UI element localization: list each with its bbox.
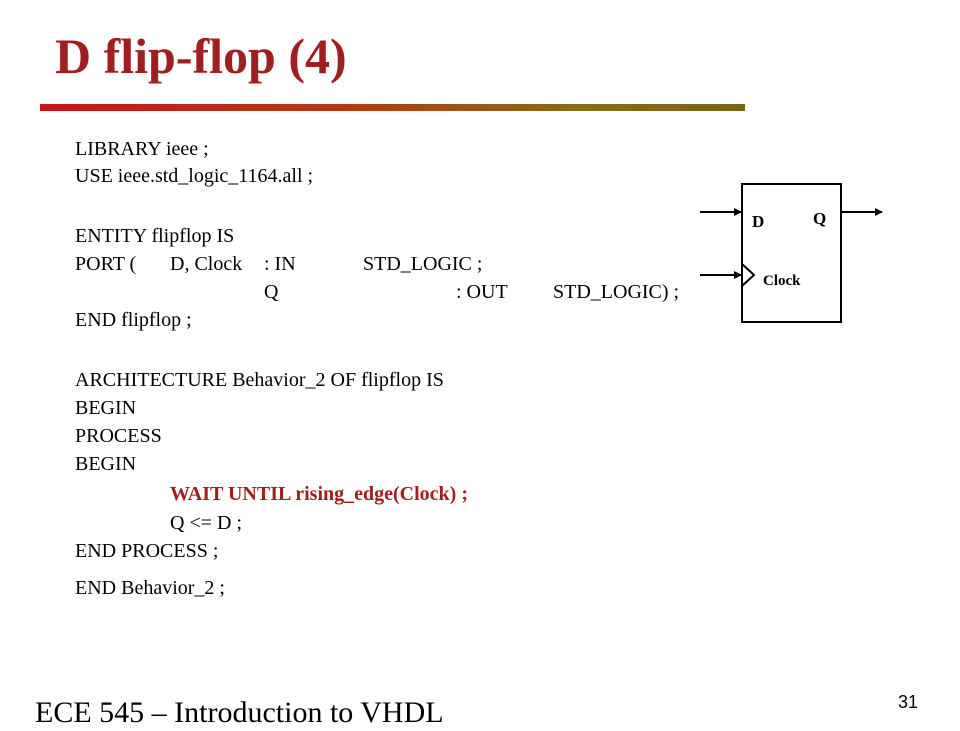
code-line-entity: ENTITY flipflop IS	[75, 225, 235, 247]
code-line-end-entity: END flipflop ;	[75, 309, 192, 331]
clock-edge-triangle	[741, 263, 756, 287]
code-line-port-type-2: STD_LOGIC) ;	[553, 281, 680, 303]
code-line-port-mode-1: : IN	[264, 253, 296, 275]
code-line-port-names-2: Q	[264, 281, 279, 303]
flip-flop-diagram: D Q Clock	[680, 170, 900, 340]
code-line-port-mode-2: : OUT	[456, 281, 508, 303]
d-label: D	[752, 212, 764, 231]
code-line-begin-arch: BEGIN	[75, 397, 137, 419]
code-line-architecture: ARCHITECTURE Behavior_2 OF flipflop IS	[75, 369, 444, 391]
code-line-end-arch: END Behavior_2 ;	[75, 577, 225, 599]
code-line-port-type-1: STD_LOGIC ;	[363, 253, 483, 275]
clock-label: Clock	[763, 273, 801, 289]
code-line-port-keyword: PORT (	[75, 253, 137, 275]
slide-title: D flip-flop (4)	[55, 28, 347, 84]
page-number: 31	[898, 692, 919, 712]
flip-flop-symbol: D Q Clock	[700, 183, 883, 323]
flip-flop-box	[741, 183, 842, 323]
code-line-wait-until: WAIT UNTIL rising_edge(Clock) ;	[170, 483, 468, 505]
code-line-use: USE ieee.std_logic_1164.all ;	[75, 165, 314, 187]
code-line-library: LIBRARY ieee ;	[75, 138, 209, 160]
code-line-begin-process: BEGIN	[75, 453, 137, 475]
code-line-assign: Q <= D ;	[170, 512, 243, 534]
code-line-end-process: END PROCESS ;	[75, 540, 219, 562]
q-label: Q	[813, 209, 826, 228]
title-divider	[40, 104, 745, 111]
footer-course-title: ECE 545 – Introduction to VHDL	[35, 696, 444, 729]
code-line-process: PROCESS	[75, 425, 162, 447]
code-line-port-names-1: D, Clock	[170, 253, 243, 275]
